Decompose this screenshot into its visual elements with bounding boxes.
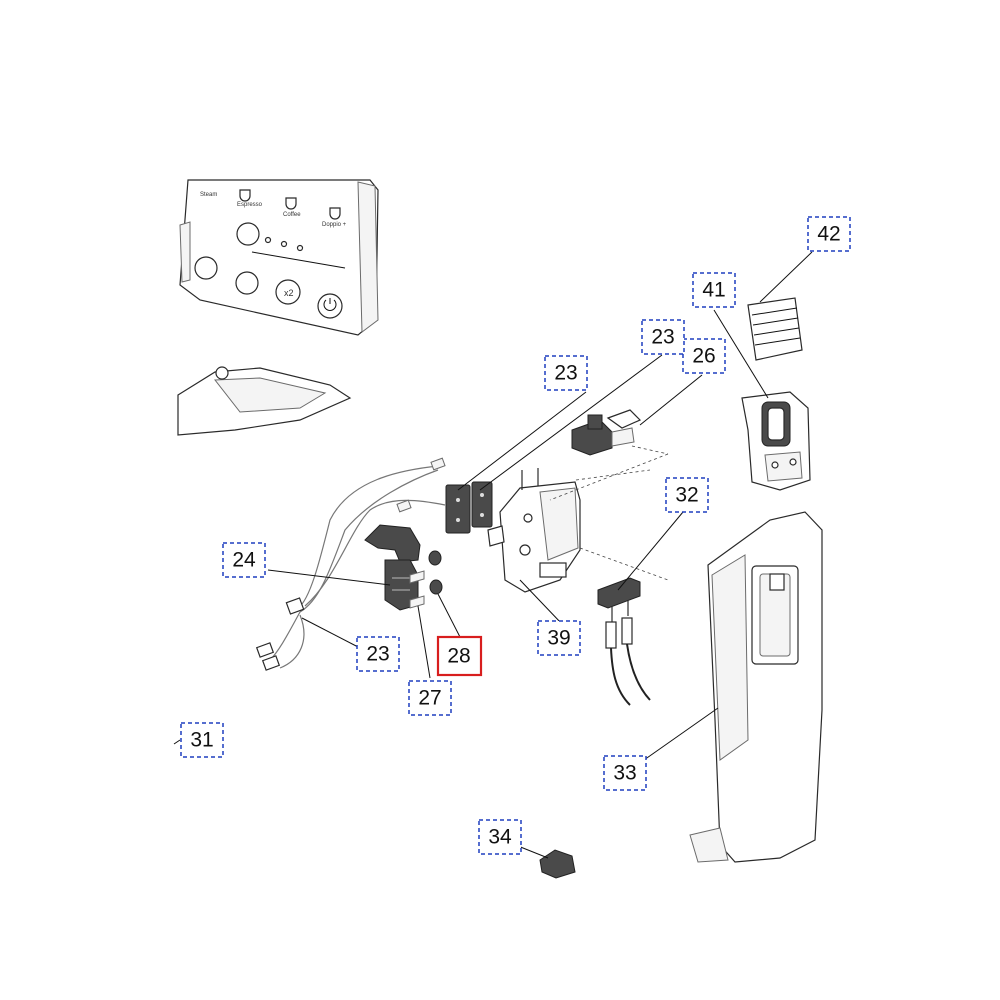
svg-text:23: 23 — [366, 643, 389, 666]
callout-42[interactable]: 42 — [807, 216, 851, 252]
leader-lines — [173, 251, 813, 859]
part-33-front-cover — [689, 511, 823, 863]
svg-text:33: 33 — [613, 762, 636, 785]
part-27-screws — [409, 570, 425, 609]
callout-33[interactable]: 33 — [603, 755, 647, 791]
svg-text:41: 41 — [702, 279, 725, 302]
panel-button-steam — [236, 222, 260, 246]
wiring-harness — [255, 457, 446, 671]
part-39-housing — [487, 468, 581, 593]
panel-button-x2 — [275, 279, 301, 305]
callout-23-upper[interactable]: 23 — [641, 319, 685, 355]
callout-23-lower[interactable]: 23 — [356, 636, 400, 672]
part-34-connector — [539, 849, 576, 879]
svg-text:34: 34 — [488, 826, 512, 849]
panel-button-settings — [235, 271, 259, 295]
callout-28[interactable]: 28 — [436, 635, 483, 677]
part-32-switch — [597, 577, 651, 706]
callout-34[interactable]: 34 — [478, 819, 522, 855]
cup-icons — [239, 189, 341, 220]
panel-label-doppio: Doppio + — [322, 222, 347, 228]
part-23-blocks — [445, 481, 493, 534]
callout-32[interactable]: 32 — [665, 477, 709, 513]
svg-text:39: 39 — [547, 627, 570, 650]
svg-text:32: 32 — [675, 484, 698, 507]
part-41-holder — [741, 391, 811, 491]
svg-text:23: 23 — [554, 362, 577, 385]
control-panel-part: Steam Espresso Coffee Doppio + x2 — [179, 179, 379, 336]
panel-button-power — [317, 293, 343, 319]
panel-label-espresso: Espresso — [237, 202, 263, 208]
panel-label-coffee: Coffee — [283, 212, 301, 218]
svg-text:31: 31 — [190, 729, 213, 752]
panel-label-steam: Steam — [200, 192, 217, 198]
svg-text:42: 42 — [817, 223, 840, 246]
callout-26[interactable]: 26 — [682, 338, 726, 374]
callout-23-top[interactable]: 23 — [544, 355, 588, 391]
tray-part — [177, 366, 352, 436]
part-28-nuts — [428, 550, 443, 595]
callout-41[interactable]: 41 — [692, 272, 736, 308]
callout-27[interactable]: 27 — [408, 680, 452, 716]
part-42-grille — [747, 297, 803, 361]
callout-31[interactable]: 31 — [180, 722, 224, 758]
part-24-bracket — [364, 524, 421, 611]
panel-button-left — [194, 256, 218, 280]
svg-text:27: 27 — [418, 687, 441, 710]
svg-text:23: 23 — [651, 326, 674, 349]
part-26-valve — [571, 409, 642, 456]
callout-39[interactable]: 39 — [537, 620, 581, 656]
svg-text:28: 28 — [447, 645, 470, 668]
svg-text:24: 24 — [232, 549, 256, 572]
svg-text:x2: x2 — [284, 288, 294, 298]
svg-text:26: 26 — [692, 345, 715, 368]
callout-24[interactable]: 24 — [222, 542, 266, 578]
alignment-lines — [549, 445, 669, 581]
